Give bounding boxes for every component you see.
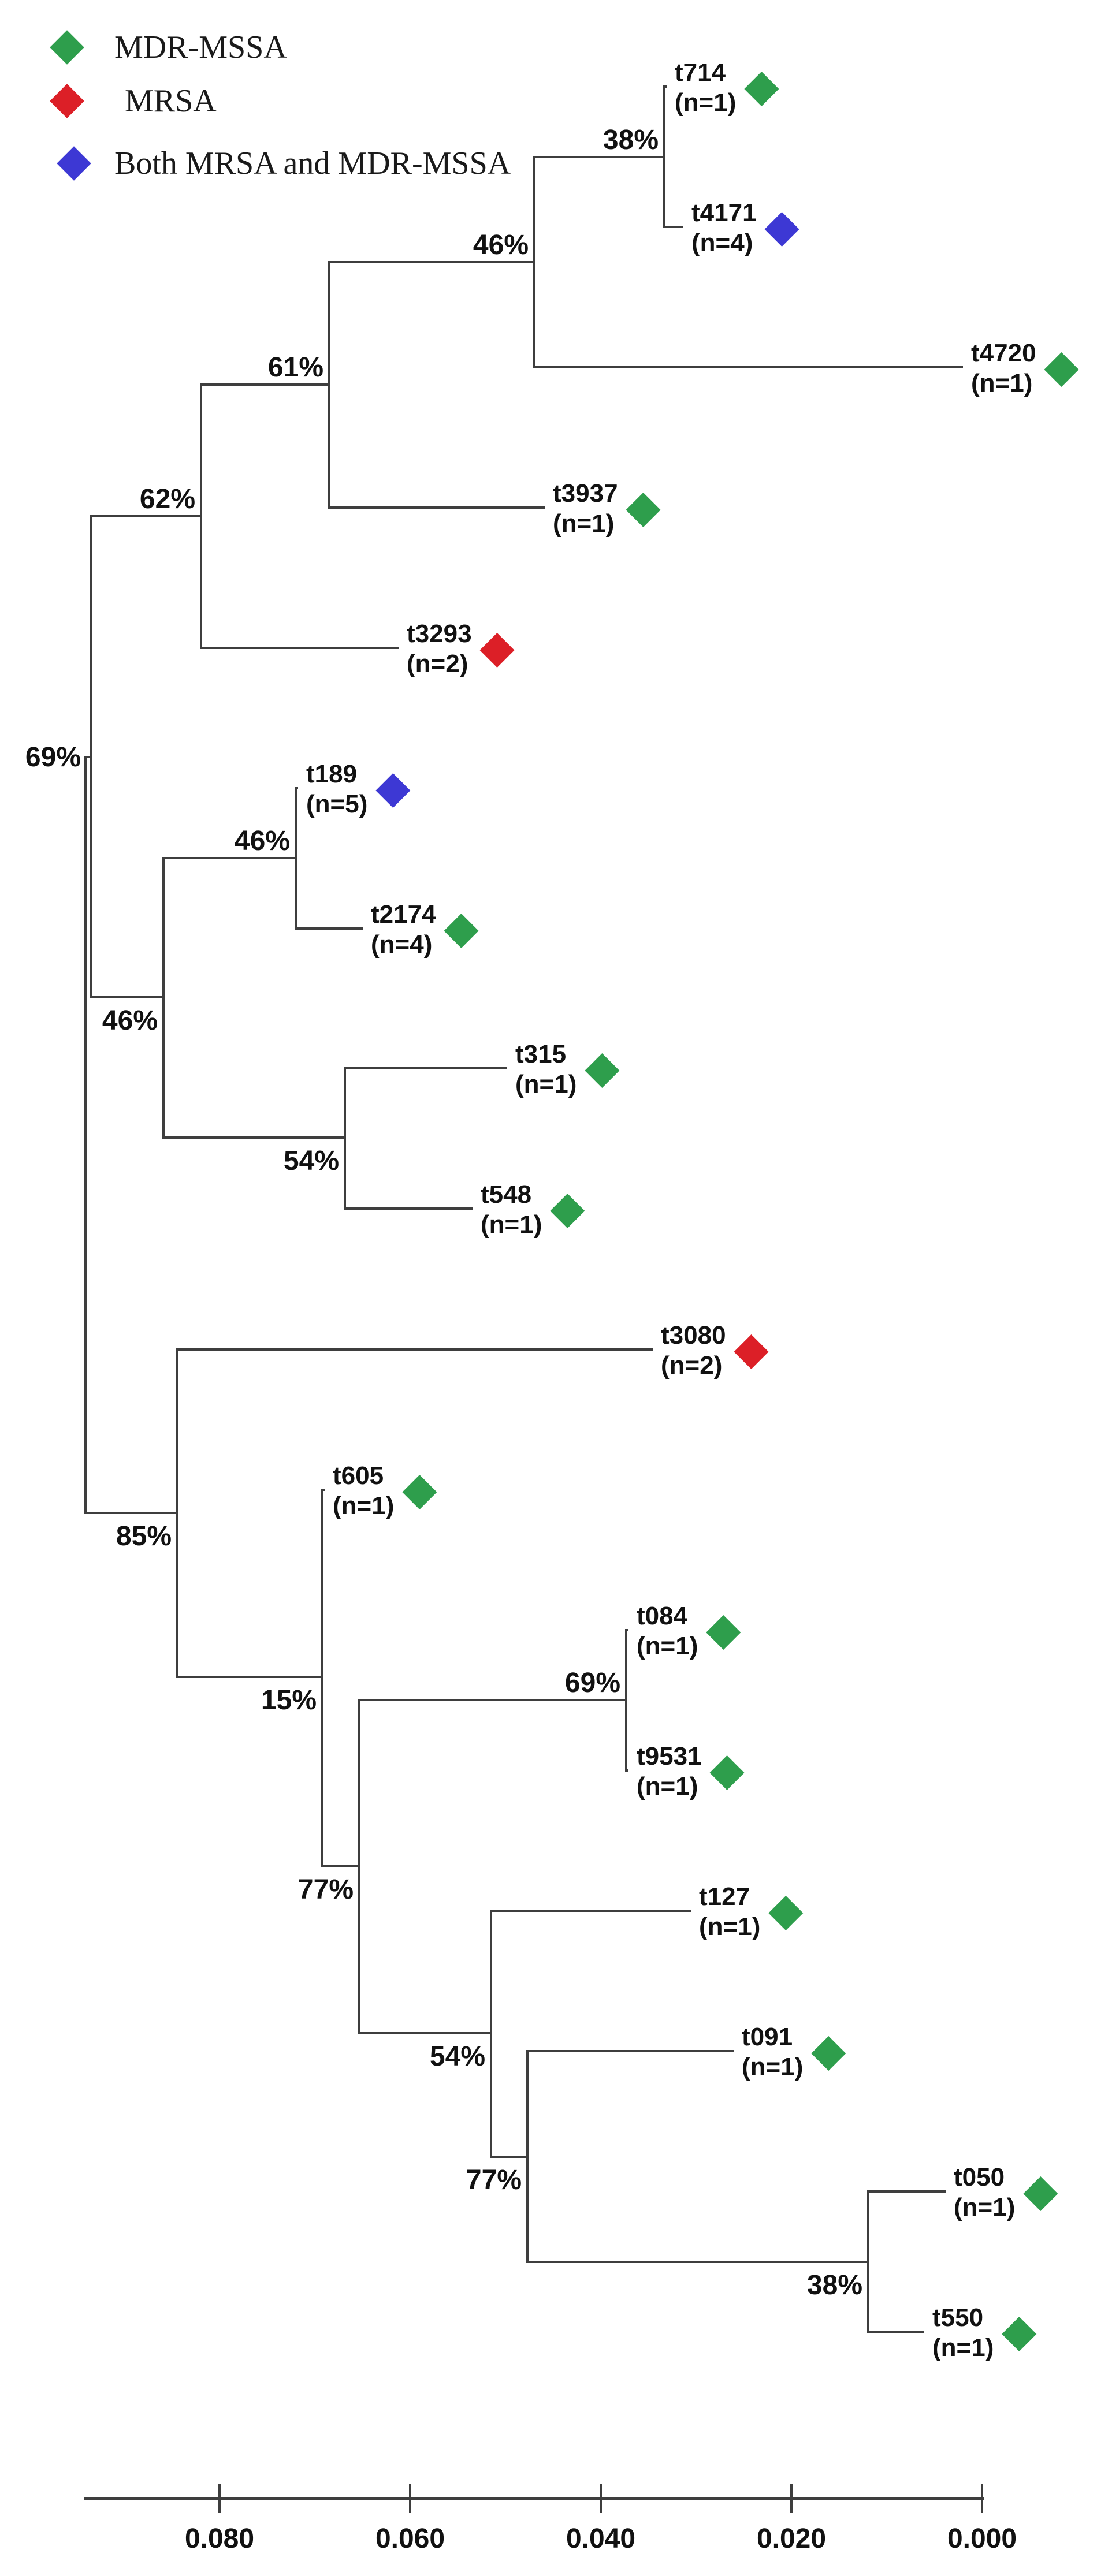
tip-count-t3080: (n=2) [661,1351,722,1380]
tip-label-t189: t189 [306,760,357,788]
bootstrap-value-11-77%: 77% [298,1874,354,1905]
scale-tick-label-0.040: 0.040 [566,2523,635,2554]
tip-count-t714: (n=1) [675,88,736,117]
tip-label-t127: t127 [699,1882,750,1911]
bootstrap-value-2-61%: 61% [268,352,323,383]
tip-count-t3937: (n=1) [553,509,614,538]
tip-label-t3293: t3293 [407,620,472,648]
mdr-mssa-diamond-icon-t605 [402,1475,437,1509]
tip-count-t605: (n=1) [333,1492,394,1520]
tip-label-t050: t050 [954,2163,1005,2191]
mdr-mssa-diamond-icon-t550 [1002,2317,1037,2351]
legend-item-mdr-mssa: MDR-MSSA [50,29,287,65]
bootstrap-value-0-38%: 38% [603,125,659,155]
bootstrap-value-10-69%: 69% [565,1668,620,1698]
bootstrap-value-7-54%: 54% [284,1146,339,1176]
mrsa-diamond-icon-t3293 [479,633,515,668]
legend-item-mrsa: MRSA [50,83,217,119]
scale-tick-label-0.000: 0.000 [947,2523,1017,2554]
bootstrap-value-12-54%: 54% [430,2041,485,2072]
bootstrap-value-1-46%: 46% [473,230,529,260]
mdr-mssa-diamond-icon-t091 [811,2036,846,2071]
scale-tick-label-0.060: 0.060 [375,2523,445,2554]
tip-count-t127: (n=1) [699,1913,760,1941]
bootstrap-value-9-15%: 15% [261,1685,317,1716]
scale-tick-label-0.080: 0.080 [185,2523,254,2554]
tip-label-t9531: t9531 [637,1742,702,1770]
tip-label-t714: t714 [675,58,726,87]
mdr-mssa-diamond-icon-t127 [768,1896,804,1930]
tip-label-t605: t605 [333,1462,384,1490]
bootstrap-value-3-62%: 62% [140,484,195,515]
legend-item-label: MRSA [125,83,217,119]
legend-item-label: Both MRSA and MDR-MSSA [114,146,511,181]
tip-label-t3080: t3080 [661,1321,726,1349]
tip-label-t4171: t4171 [691,199,757,227]
mdr-mssa-diamond-icon-t714 [744,72,779,106]
legend-item-both: Both MRSA and MDR-MSSA [57,146,511,181]
tip-count-t050: (n=1) [954,2193,1015,2221]
tip-label-t315: t315 [515,1040,566,1068]
legend-item-label: MDR-MSSA [114,29,287,65]
tip-count-t9531: (n=1) [637,1772,698,1800]
tip-count-t4171: (n=4) [691,229,753,257]
tip-count-t3293: (n=2) [407,650,468,678]
bootstrap-value-6-46%: 46% [102,1005,158,1036]
tip-label-t084: t084 [637,1602,688,1630]
tip-count-t550: (n=1) [932,2333,994,2362]
tip-label-t3937: t3937 [553,479,618,508]
bootstrap-value-5-46%: 46% [235,826,290,856]
tip-count-t189: (n=5) [306,790,367,818]
tip-label-t548: t548 [481,1180,531,1209]
mdr-mssa-diamond-icon-t4720 [1044,352,1079,387]
mdr-mssa-diamond-icon-t315 [585,1053,620,1088]
tip-label-t4720: t4720 [971,339,1036,367]
bootstrap-value-8-85%: 85% [116,1521,172,1552]
tip-label-t2174: t2174 [371,900,436,929]
scale-tick-label-0.020: 0.020 [757,2523,826,2554]
both-diamond-icon-t4171 [764,212,799,247]
mdr-mssa-diamond-icon-t9531 [709,1755,745,1790]
mrsa-diamond-icon-t3080 [734,1334,769,1369]
mdr-mssa-diamond-icon-t050 [1023,2176,1058,2211]
bootstrap-value-14-38%: 38% [807,2270,862,2301]
mdr-mssa-diamond-icon-t3937 [626,493,661,527]
mdr-mssa-diamond-icon-t548 [550,1194,585,1228]
tip-count-t548: (n=1) [481,1210,542,1239]
tip-count-t2174: (n=4) [371,930,432,959]
bootstrap-value-13-77%: 77% [466,2165,522,2195]
bootstrap-value-4-69%: 69% [25,742,81,773]
tip-count-t084: (n=1) [637,1632,698,1660]
mdr-mssa-diamond-icon-t084 [706,1615,741,1650]
tip-count-t4720: (n=1) [971,369,1032,397]
tip-label-t091: t091 [742,2023,793,2051]
tip-count-t091: (n=1) [742,2053,803,2081]
tip-count-t315: (n=1) [515,1070,577,1098]
mdr-mssa-diamond-icon-t2174 [444,914,479,948]
both-diamond-icon-t189 [375,773,411,808]
tip-label-t550: t550 [932,2303,983,2332]
